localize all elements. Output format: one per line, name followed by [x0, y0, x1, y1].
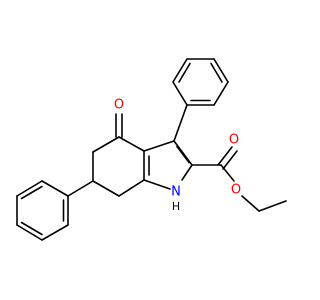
bond [172, 58, 188, 83]
pyrrole-ring [143, 140, 193, 190]
double-bond [222, 150, 238, 170]
ester-carbonyl-oxygen-label: O [229, 133, 239, 148]
phenyl-ring-top [172, 58, 229, 106]
nitrogen-label: N [171, 185, 181, 200]
ester-ether-oxygen-label: O [231, 183, 241, 198]
phenyl-ring-left [16, 180, 69, 241]
bond [172, 81, 188, 106]
bond [92, 136, 120, 153]
bond [16, 224, 43, 241]
bond [220, 164, 235, 182]
ketone-oxygen-label: O [114, 98, 124, 113]
bond [173, 104, 188, 142]
bond [67, 180, 94, 197]
nitrogen-hydrogen-label: H [172, 200, 180, 213]
bond [173, 140, 193, 166]
double-bond-inner [178, 62, 191, 83]
molecule-canvas: O N H O O [16, 58, 287, 241]
double-bond-inner [20, 185, 43, 200]
double-bond [217, 146, 233, 166]
bond [41, 224, 69, 241]
bond [241, 195, 260, 212]
bond [143, 179, 171, 190]
double-bond-inner [20, 221, 43, 236]
cyclohexanone-ring [92, 136, 145, 197]
bond [213, 58, 229, 83]
bond [41, 180, 69, 197]
bond [258, 200, 287, 212]
bond [118, 179, 145, 197]
bond [143, 140, 175, 152]
double-bond-inner [176, 145, 190, 164]
molecule-structure: O N H O O [16, 58, 287, 241]
bond [181, 164, 193, 181]
double-bond-inner [210, 62, 223, 83]
bond [118, 136, 145, 152]
bond [16, 180, 43, 197]
bond [213, 81, 229, 106]
bond [92, 180, 120, 197]
